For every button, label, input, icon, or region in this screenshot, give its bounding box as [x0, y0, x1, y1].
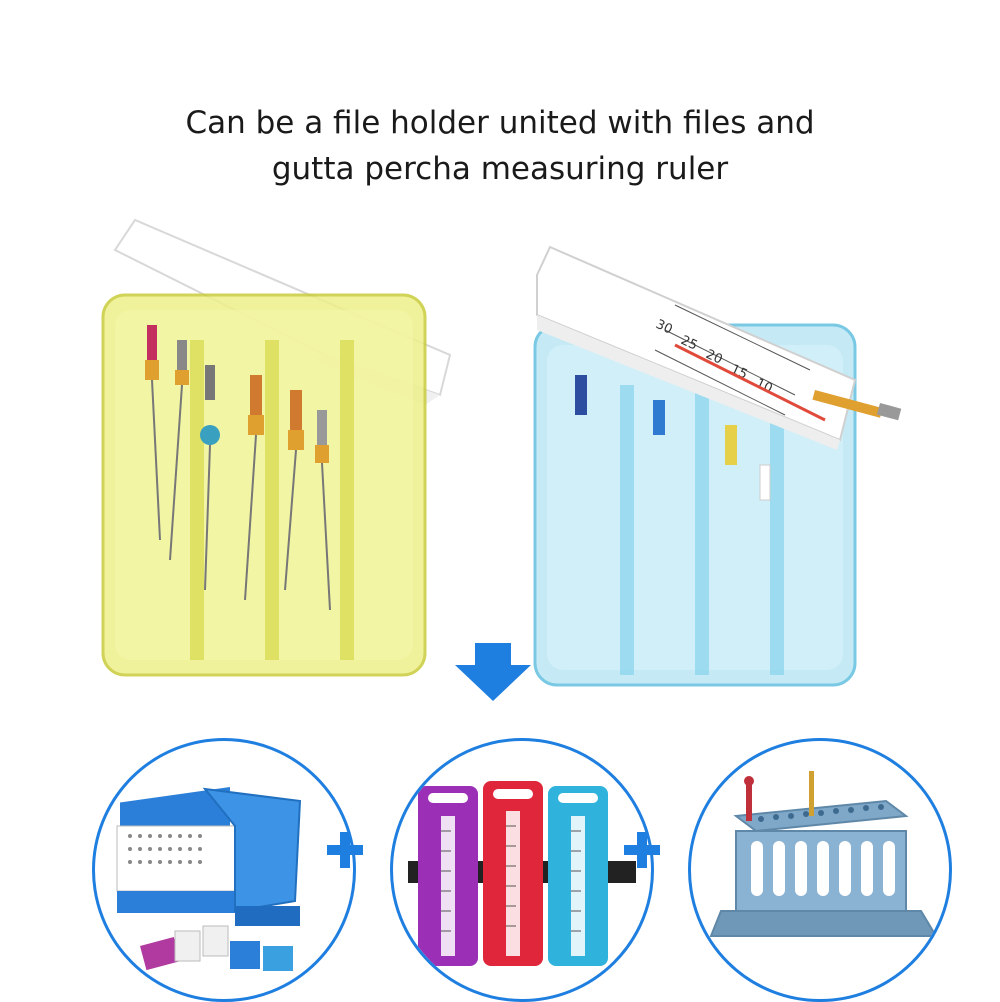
sterilization-box-circle: [92, 738, 356, 1002]
headline-line-2: gutta percha measuring ruler: [271, 151, 729, 187]
plus-icon: [327, 832, 363, 868]
blue-file-holder-image: 30 25 20 15 10: [533, 245, 902, 687]
down-arrow-icon: [455, 643, 531, 701]
plus-icon: [624, 832, 660, 868]
measuring-rulers-image: [408, 781, 636, 966]
measuring-rulers-circle: [390, 738, 654, 1002]
headline: Can be a file holder united with files a…: [0, 100, 1000, 192]
headline-line-1: Can be a file holder united with files a…: [185, 105, 815, 141]
ruler-label-15: 15: [728, 362, 749, 383]
yellow-file-holder-image: [101, 218, 452, 677]
file-stand-circle: [688, 738, 952, 1002]
ruler-label-30: 30: [653, 317, 674, 338]
ruler-scale-labels: 30 25 20 15 10: [653, 317, 774, 397]
file-stand-image: [709, 771, 938, 937]
sterilization-box-image: [116, 787, 302, 971]
